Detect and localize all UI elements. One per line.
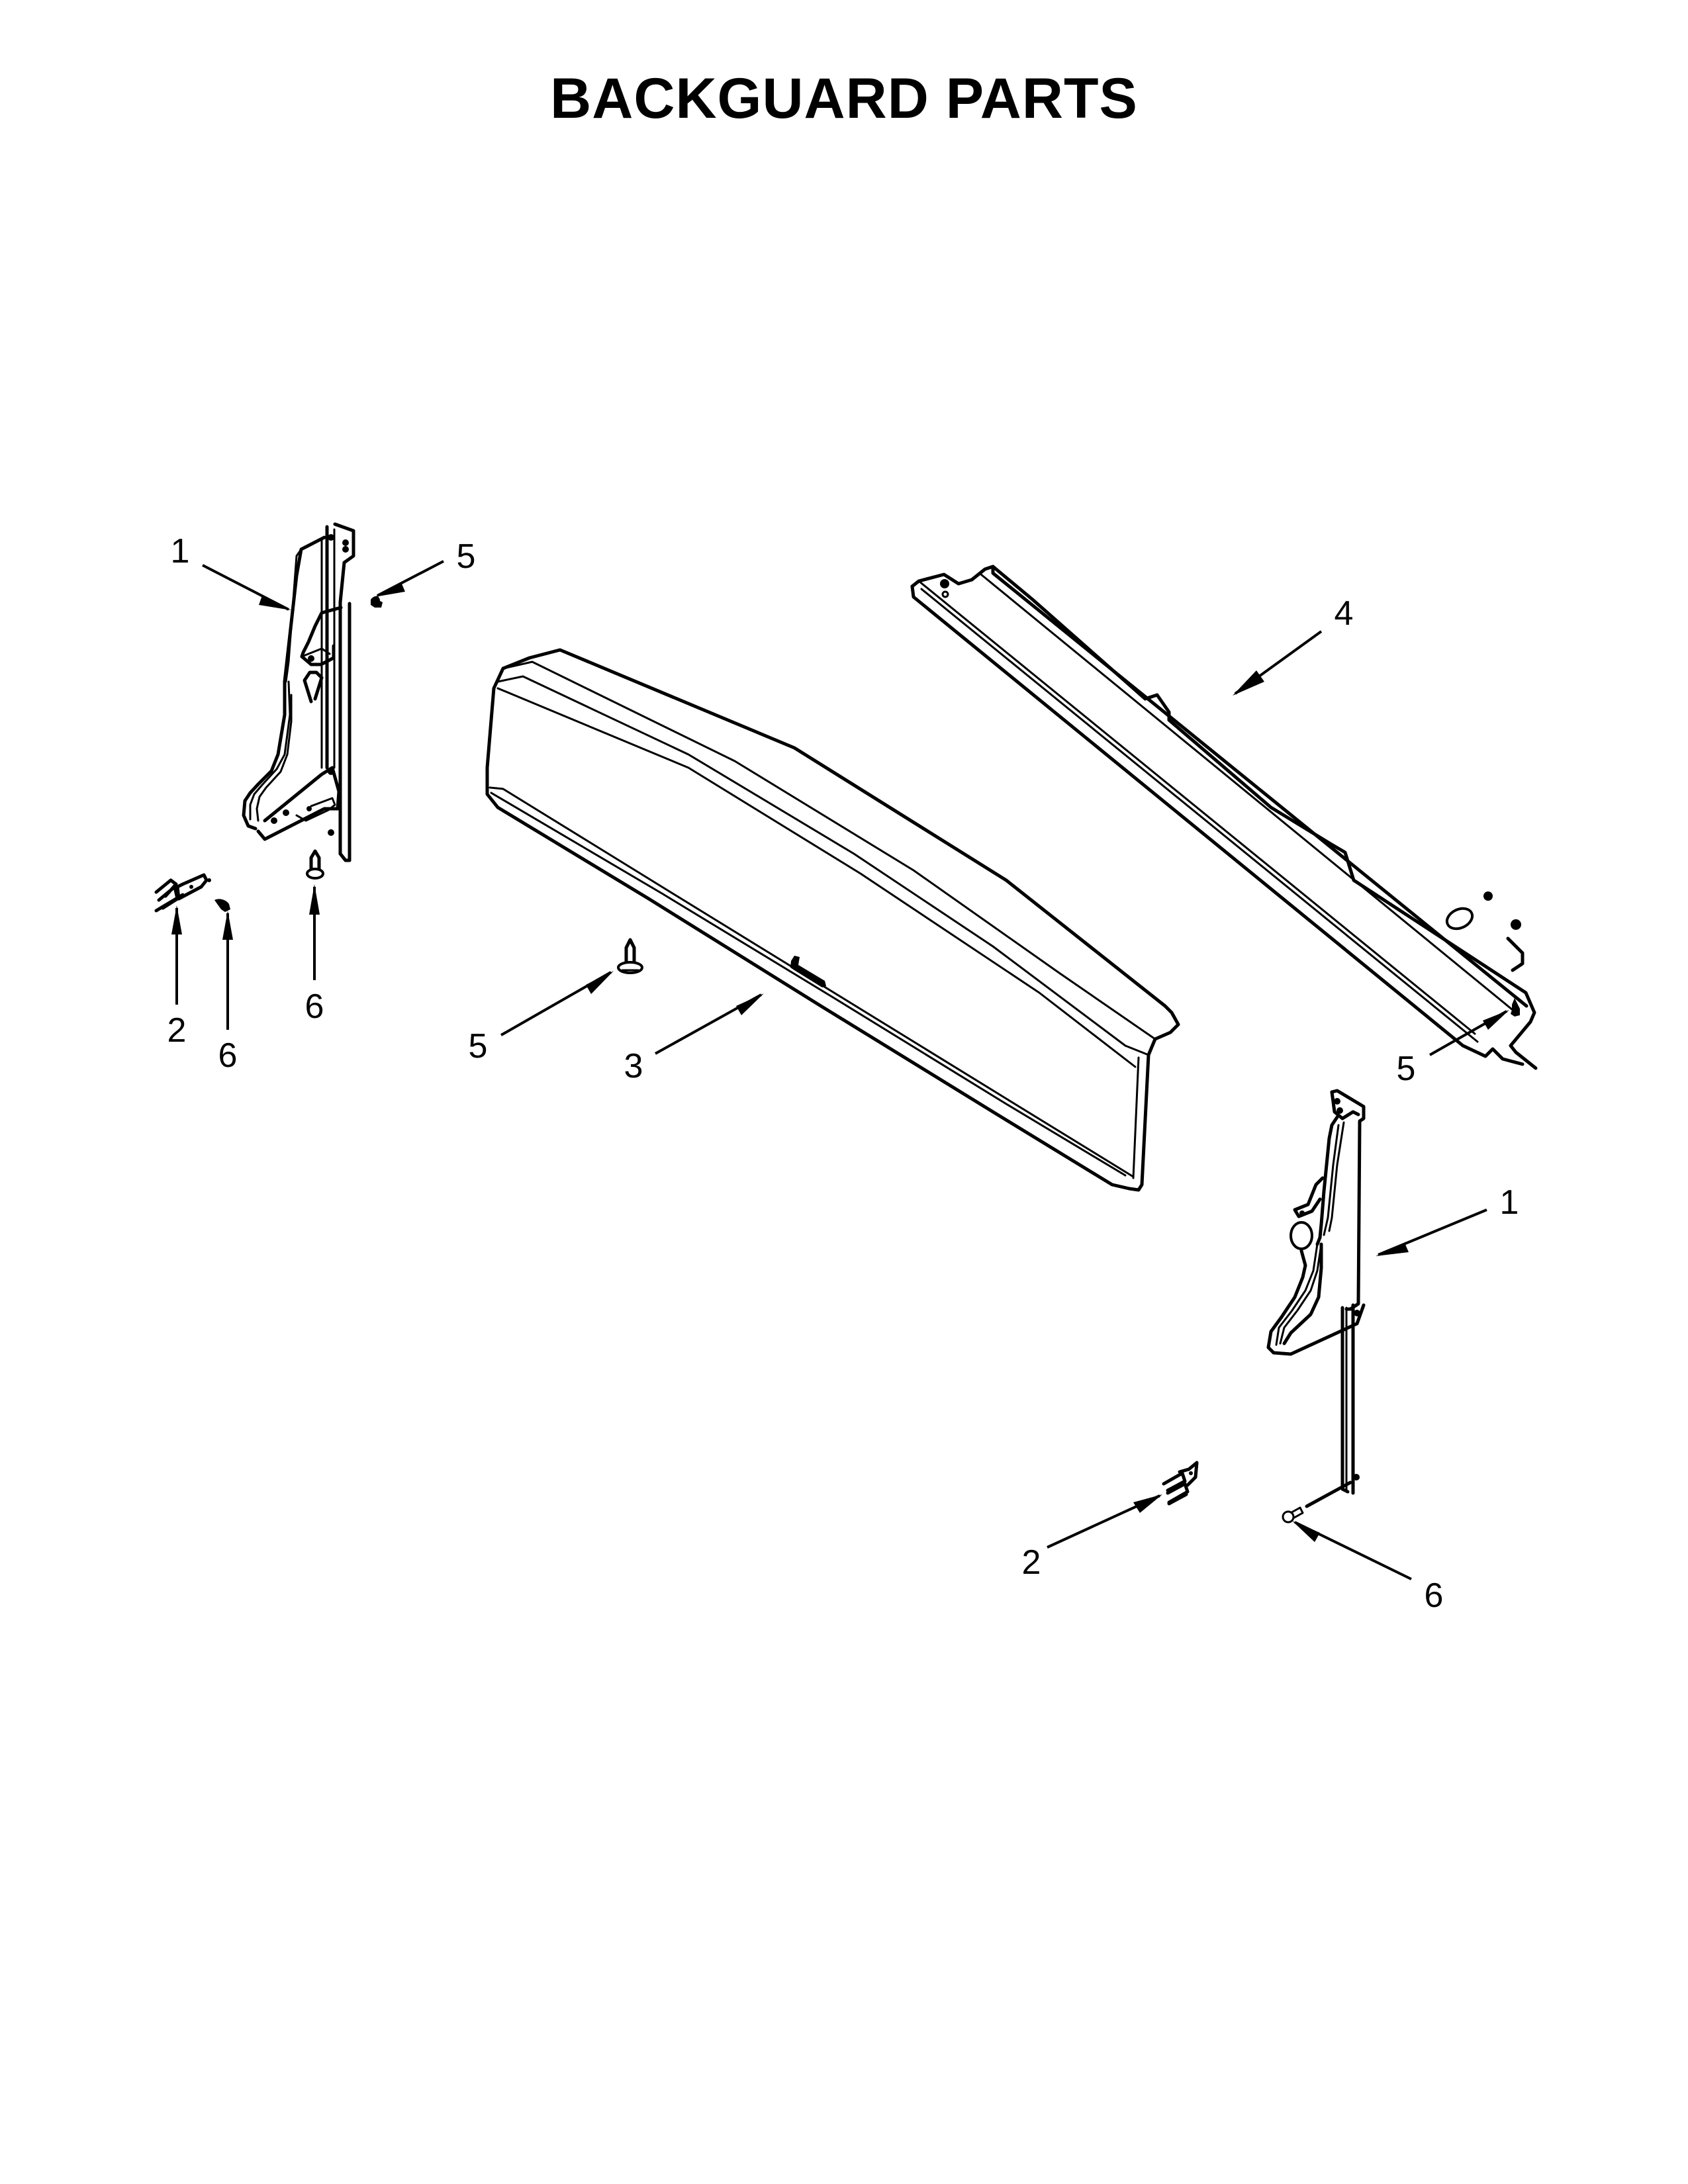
callout-6-left-small: 6	[218, 1036, 238, 1075]
screw-mid	[617, 938, 643, 974]
brand-logo-icon	[790, 956, 826, 987]
callout-4: 4	[1335, 594, 1354, 633]
screw-left-small	[214, 899, 230, 912]
callout-3: 3	[624, 1047, 643, 1085]
callout-1-left: 1	[171, 532, 190, 570]
callout-labels: 1 5 4 2 6 6 5 3 5 1 2 6	[167, 532, 1519, 1615]
clip-right	[1162, 1461, 1199, 1506]
backguard-bracket	[910, 565, 1538, 1070]
callout-1-right: 1	[1500, 1183, 1519, 1222]
screw-top-left	[371, 596, 383, 608]
backguard-panel	[485, 648, 1180, 1192]
side-trim-left	[242, 522, 355, 862]
callout-5-top-left: 5	[457, 537, 476, 576]
callout-2-left: 2	[167, 1011, 187, 1050]
screw-left	[306, 849, 324, 880]
callout-6-left: 6	[305, 987, 324, 1026]
callout-6-right: 6	[1425, 1576, 1444, 1615]
page-title: BACKGUARD PARTS	[550, 67, 1138, 130]
side-trim-right	[1266, 1089, 1366, 1495]
callout-5-right: 5	[1397, 1050, 1416, 1088]
callout-2-right: 2	[1022, 1543, 1041, 1582]
clip-left	[154, 873, 211, 913]
screw-right-lower	[1282, 1480, 1352, 1524]
callout-5-mid: 5	[469, 1027, 488, 1066]
leader-arrows	[171, 560, 1509, 1580]
screw-right	[1511, 998, 1520, 1017]
